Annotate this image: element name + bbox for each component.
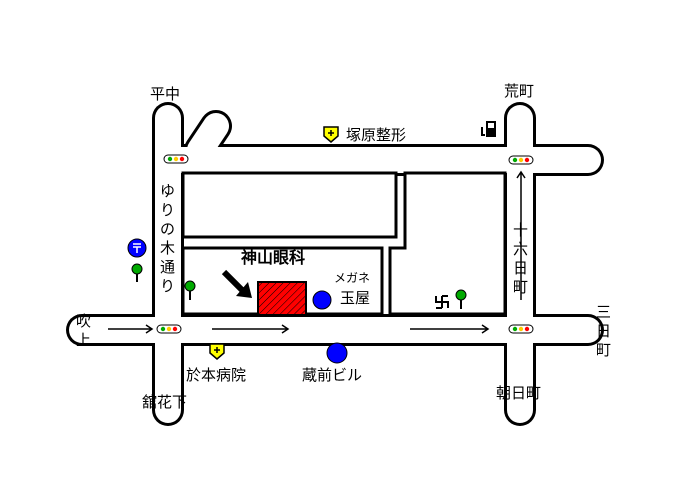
street-char: 町 [513, 278, 528, 296]
traffic-light-icon [508, 324, 534, 334]
intersection-left-2: 上 [76, 331, 91, 349]
direction-arrows [108, 170, 526, 334]
block-upper-left [181, 171, 398, 239]
landmark-ortho: 塚原整形 [346, 126, 406, 144]
city-blocks [181, 171, 507, 316]
street-char: 十 [513, 221, 528, 239]
tree-icon [184, 280, 196, 300]
tree-icon [455, 289, 467, 309]
street-char: 六 [513, 240, 528, 258]
intersection-bottom-left: 舘花下 [142, 393, 187, 411]
hospital-marker-icon [209, 343, 225, 360]
street-char: 木 [160, 239, 175, 257]
temple-icon [435, 295, 449, 309]
street-label-juurokunichi: 十 六 日 町 [513, 221, 528, 296]
pointer-arrow-icon [221, 269, 252, 298]
landmark-glasses: 玉屋 [340, 289, 370, 307]
traffic-light-icon [163, 154, 189, 164]
street-char: 日 [513, 259, 528, 277]
street-label-yurinoki: ゆ り の 木 通 り [160, 182, 175, 295]
tree-icon [131, 263, 143, 282]
destination-building [257, 281, 307, 316]
traffic-light-icon [508, 155, 534, 165]
destination-label: 神山眼科 [241, 248, 305, 267]
intersection-bottom-right: 朝日町 [496, 384, 541, 402]
arrow-up-road [516, 170, 526, 300]
traffic-light-icon [156, 324, 182, 334]
intersection-right-1: 三 [596, 303, 611, 321]
arrow-mid-road [212, 324, 290, 334]
street-char: ゆ [160, 182, 175, 200]
landmark-glasses-small: メガネ [334, 271, 370, 285]
intersection-right-3: 町 [596, 341, 611, 359]
gas-station-icon [481, 121, 496, 137]
intersection-top-right: 荒町 [504, 82, 534, 100]
traffic-lights [156, 154, 534, 334]
building-marker-icon [326, 342, 348, 364]
hospital-marker-icon [323, 126, 339, 143]
street-char: り [160, 201, 175, 219]
block-right [388, 171, 507, 316]
street-char: り [160, 277, 175, 295]
glasses-shop-icon [312, 290, 332, 310]
landmark-hospital: 於本病院 [186, 366, 246, 384]
arrow-right-road [410, 324, 490, 334]
intersection-right-2: 日 [596, 322, 611, 340]
street-char: の [160, 220, 175, 238]
intersection-top-left: 平中 [150, 85, 180, 103]
intersection-left-1: 吹 [76, 312, 91, 330]
arrow-left-road [108, 324, 154, 334]
street-char: 通 [160, 258, 175, 276]
landmark-building: 蔵前ビル [302, 366, 362, 384]
post-office-icon [127, 238, 147, 258]
